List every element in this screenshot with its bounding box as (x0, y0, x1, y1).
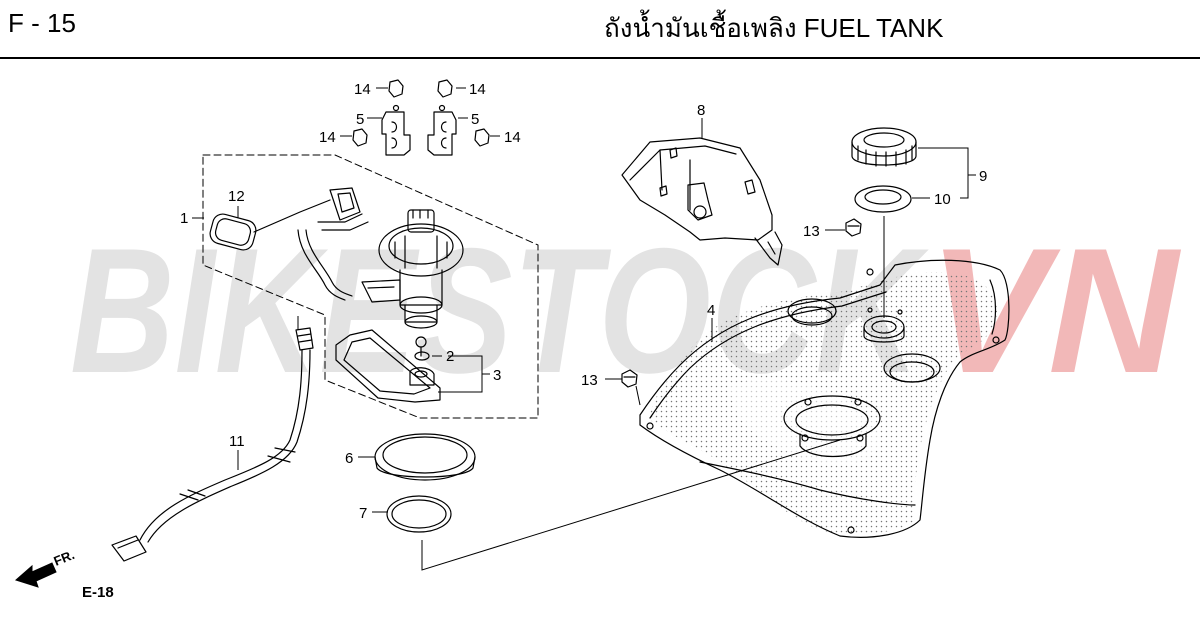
part-4-fuel-tank (639, 259, 1010, 538)
callout-13: 13 (581, 372, 598, 389)
part-12-float (209, 199, 331, 251)
callout-11: 11 (229, 433, 245, 450)
part-8-tank-cover (621, 137, 783, 266)
callout-9: 9 (979, 168, 987, 185)
callout-13: 13 (803, 223, 820, 240)
callout-12: 12 (228, 188, 245, 205)
callout-14: 14 (504, 129, 521, 146)
page-title: ถังน้ำมันเชื้อเพลิง FUEL TANK (604, 13, 944, 43)
part-14-nuts (352, 79, 490, 147)
part-7-gasket (386, 495, 452, 533)
header-divider (0, 57, 1200, 59)
callout-8: 8 (697, 102, 705, 119)
callout-3: 3 (493, 367, 501, 384)
callout-5: 5 (356, 111, 364, 128)
part-13-bolts (621, 218, 862, 388)
arrow-icon (15, 562, 57, 588)
part-9-fuel-cap (851, 127, 917, 167)
callout-14: 14 (319, 129, 336, 146)
part-2-o-ring (414, 351, 430, 361)
part-3-pump-filter (335, 329, 441, 403)
leader-lines (192, 87, 976, 571)
part-1-fuel-pump (297, 187, 464, 357)
page-code: F - 15 (8, 8, 76, 38)
callout-14: 14 (354, 81, 371, 98)
callout-7: 7 (359, 505, 367, 522)
front-direction-arrow: FR. (15, 547, 77, 588)
callout-5: 5 (471, 111, 479, 128)
part-11-fuel-hose (111, 327, 314, 562)
part-5-bracket-right (427, 104, 457, 156)
callout-6: 6 (345, 450, 353, 467)
callout-10: 10 (934, 191, 951, 208)
callout-1: 1 (180, 210, 188, 227)
part-10-cap-gasket (854, 185, 912, 213)
callout-labels: 14 14 14 14 5 5 1 12 2 3 11 6 7 8 4 9 10… (180, 81, 987, 522)
part-6-seal-ring (374, 433, 476, 481)
callout-14: 14 (469, 81, 486, 98)
pump-assembly-group-box (202, 154, 539, 419)
section-reference: E-18 (82, 584, 114, 601)
callout-2: 2 (446, 348, 454, 365)
front-label: FR. (52, 547, 77, 569)
callout-4: 4 (707, 302, 715, 319)
part-5-bracket-left (381, 104, 411, 156)
